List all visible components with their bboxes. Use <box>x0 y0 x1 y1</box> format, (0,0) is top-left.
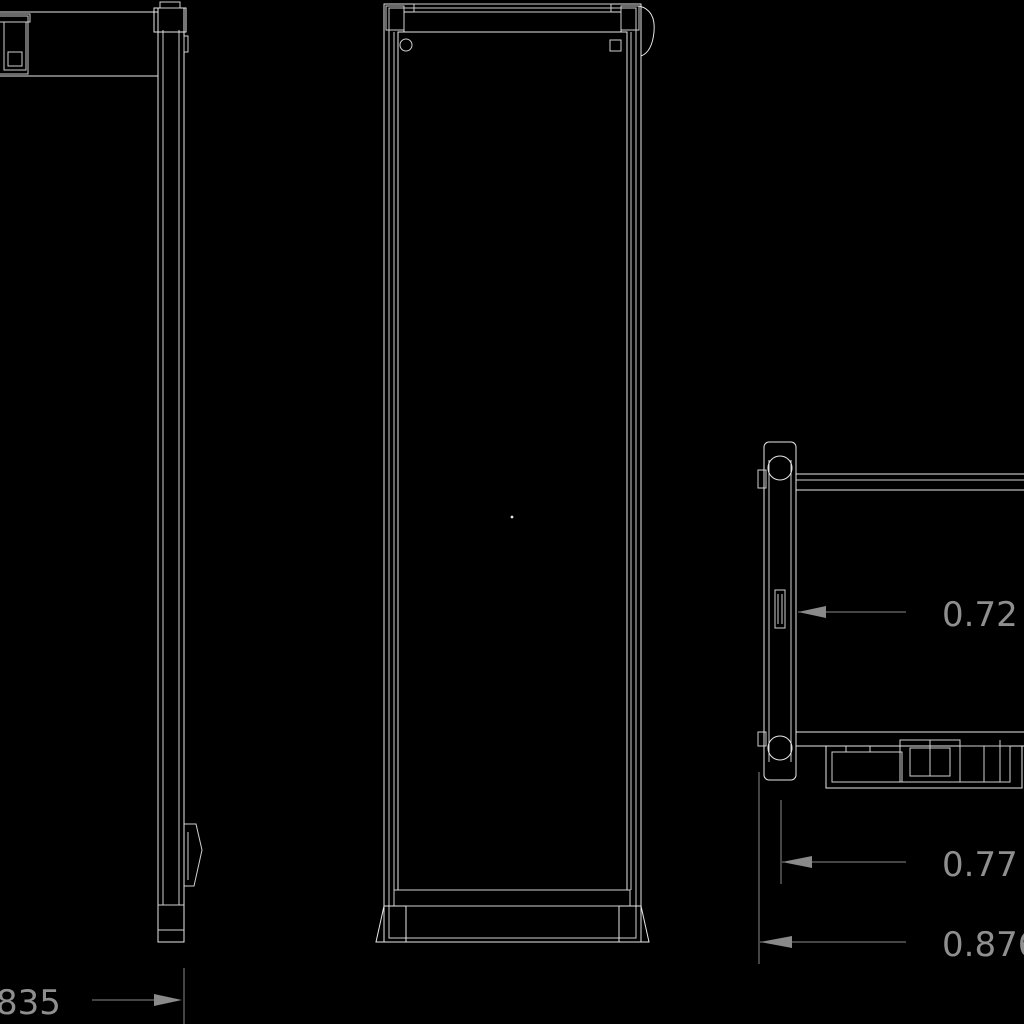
dimension-arrow <box>154 994 182 1006</box>
bottom-hinge <box>767 735 793 761</box>
dimension-arrow <box>760 936 792 948</box>
front-elevation-view <box>375 3 655 943</box>
dimension-label-835: 835 <box>0 983 61 1023</box>
side-foot-bracket <box>184 823 203 887</box>
top-rail <box>795 473 1024 491</box>
plan-view <box>757 441 1024 789</box>
dimension-post-depth: 0.77 <box>780 800 1018 885</box>
top-header <box>403 11 622 33</box>
dimension-arrow <box>782 856 812 868</box>
dimension-label-072: 0.72 <box>942 595 1018 635</box>
side-elevation-view <box>0 1 203 943</box>
top-hinge <box>767 455 793 481</box>
dimension-label-0876: 0.876 <box>942 925 1024 965</box>
fixing-bracket <box>609 39 622 52</box>
bottom-rail <box>795 731 1024 747</box>
post-label <box>774 589 786 629</box>
center-point <box>510 515 514 519</box>
side-post <box>157 7 185 943</box>
dimension-overall-depth: 0.876 <box>758 772 1024 965</box>
frame-opening <box>397 31 628 891</box>
top-right-cap <box>638 5 655 57</box>
dimension-inner-width: 0.72 <box>798 595 1018 635</box>
plan-post <box>763 441 797 781</box>
dimension-label-077: 0.77 <box>942 845 1018 885</box>
side-top-cap <box>153 7 187 33</box>
controller-unit <box>825 745 1023 789</box>
dimension-arrow <box>798 606 826 618</box>
fixing-screw <box>399 38 413 52</box>
control-box <box>0 15 29 75</box>
frame-outline <box>383 3 642 943</box>
left-foot <box>375 905 407 943</box>
right-foot <box>618 905 650 943</box>
dimension-width-side: 835 <box>0 968 185 1024</box>
